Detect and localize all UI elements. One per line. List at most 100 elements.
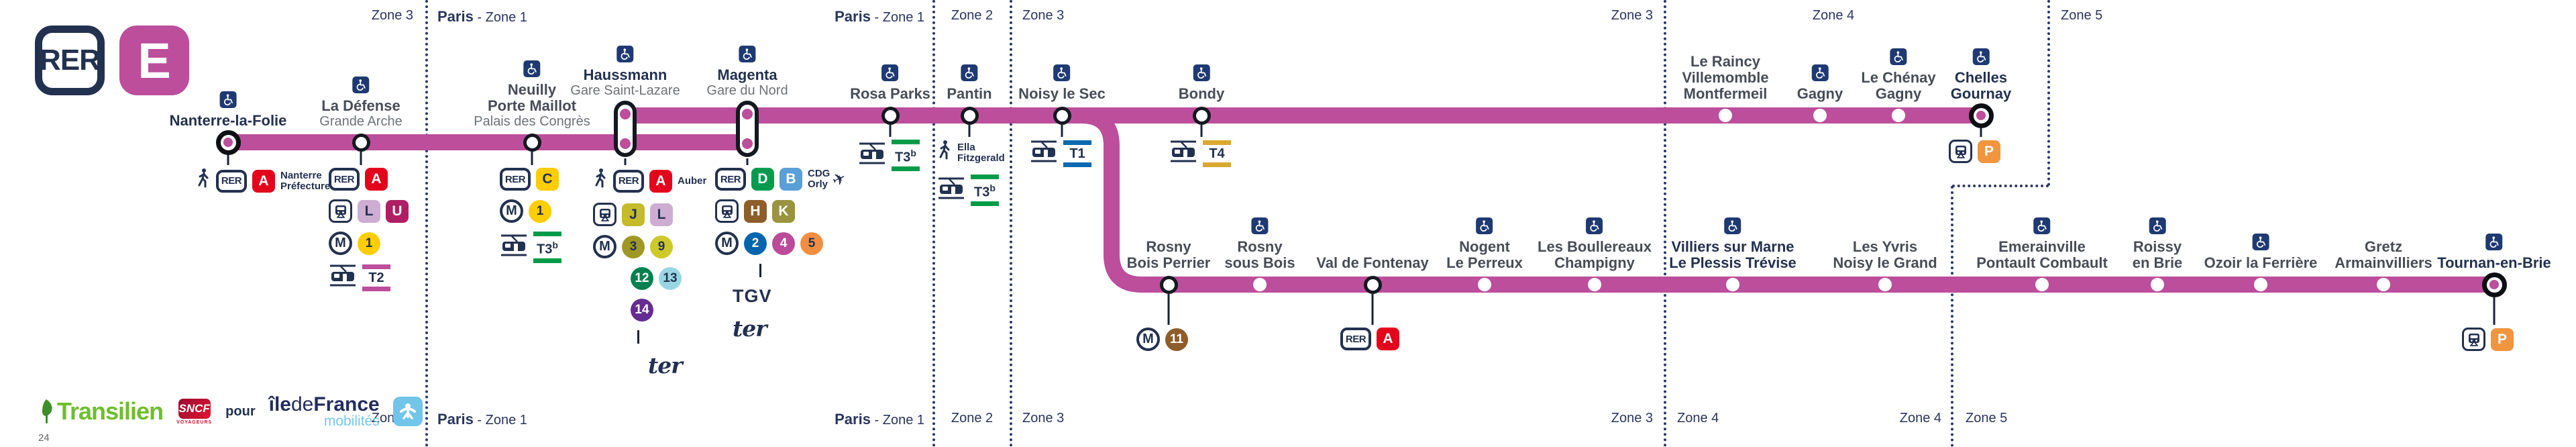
metro-logo: M bbox=[500, 199, 523, 223]
station-marker-rosny-sous-bois bbox=[1253, 278, 1267, 291]
station-tick bbox=[531, 152, 533, 165]
zone-label: Zone 2 bbox=[951, 8, 994, 23]
connection-row: ter bbox=[593, 352, 706, 379]
station-marker-les-yvris bbox=[1878, 278, 1892, 291]
zone-label: Zone 4 bbox=[1899, 411, 1941, 426]
station-gagny: Gagny bbox=[1797, 64, 1843, 102]
line-badge-J: J bbox=[622, 203, 645, 226]
line-badge-B: B bbox=[780, 168, 802, 191]
wheelchair-accessible-icon bbox=[881, 64, 899, 81]
station-marker-ozoir-la-ferriere bbox=[2254, 278, 2267, 291]
station-name: Val de Fontenay bbox=[1316, 254, 1429, 271]
zone-suffix: - Zone 1 bbox=[473, 413, 527, 428]
airport-labels: CDG Orly bbox=[808, 168, 830, 190]
station-ozoir-la-ferriere: Ozoir la Ferrière bbox=[2204, 234, 2318, 271]
metro-line-badge-3: 3 bbox=[622, 235, 645, 258]
station-name: Bois Perrier bbox=[1126, 254, 1211, 271]
station-name: Rosny bbox=[1146, 238, 1191, 255]
station-name: Armainvilliers bbox=[2334, 254, 2432, 271]
paris-label: Paris bbox=[835, 411, 871, 428]
train-icon bbox=[593, 203, 616, 226]
connection-note: Auber bbox=[678, 175, 707, 187]
station-name: Le Raincy bbox=[1690, 53, 1760, 70]
capsule-dot bbox=[620, 109, 631, 119]
station-name: Le Perreux bbox=[1446, 254, 1523, 271]
line-badge-A: A bbox=[649, 169, 672, 193]
train-icon bbox=[2462, 328, 2485, 351]
connection-note: Ella Fitzgerald bbox=[957, 141, 1005, 164]
station-name: Haussmann bbox=[583, 66, 667, 83]
station-marker-le-raincy bbox=[1719, 109, 1732, 122]
metro-line-badge-2: 2 bbox=[744, 232, 767, 255]
station-marker-noisy-le-sec bbox=[1053, 106, 1071, 125]
station-val-de-fontenay: Val de Fontenay bbox=[1316, 255, 1429, 271]
station-name: Champigny bbox=[1554, 254, 1635, 271]
station-subname: Grande Arche bbox=[319, 114, 402, 129]
zone-boundary bbox=[932, 0, 935, 447]
station-name: Rosny bbox=[1237, 238, 1283, 255]
station-bondy: Bondy bbox=[1179, 64, 1224, 102]
zone-label: Zone 5 bbox=[1966, 411, 2008, 426]
station-tournan-en-brie: Tournan-en-Brie bbox=[2437, 234, 2551, 271]
line-badge-D: D bbox=[751, 168, 774, 191]
rer-network-logo: RER bbox=[1340, 328, 1371, 350]
station-name: Bondy bbox=[1178, 85, 1225, 102]
capsule-dot bbox=[742, 138, 753, 149]
line-badge-A: A bbox=[1377, 328, 1399, 350]
station-marker-villiers-sur-marne bbox=[1726, 278, 1739, 291]
station-tick bbox=[968, 125, 971, 137]
idf-mobilites-label: mobilités bbox=[323, 413, 380, 429]
station-name: Magenta bbox=[717, 66, 777, 83]
connections-tournan-en-brie: P bbox=[2462, 328, 2514, 351]
rer-network-logo: RER bbox=[613, 169, 644, 193]
station-tick bbox=[889, 125, 892, 137]
parking-badge: P bbox=[1978, 140, 2000, 163]
station-name: Pantin bbox=[947, 85, 992, 102]
metro-line-badge-13: 13 bbox=[659, 267, 682, 290]
wheelchair-accessible-icon bbox=[1053, 64, 1071, 81]
tram-icon bbox=[937, 177, 965, 204]
tram-icon bbox=[858, 142, 886, 169]
station-name: Les Yvris bbox=[1852, 238, 1918, 255]
station-name: sous Bois bbox=[1224, 254, 1295, 271]
idf-mobilites-wordmark: îledeFrance mobilités bbox=[269, 395, 380, 429]
station-name: Porte Maillot bbox=[487, 97, 576, 114]
station-marker-haussmann bbox=[614, 101, 637, 157]
wheelchair-accessible-icon bbox=[219, 91, 237, 108]
metro-line-badge-9: 9 bbox=[650, 235, 673, 258]
line-e-badge: E bbox=[119, 26, 189, 95]
wheelchair-accessible-icon bbox=[2033, 217, 2051, 234]
capsule-dot bbox=[742, 109, 753, 119]
rer-network-logo: RER bbox=[715, 168, 746, 191]
station-marker-pantin bbox=[960, 106, 979, 125]
rer-network-logo: RER bbox=[329, 168, 360, 191]
line-badge-U: U bbox=[386, 199, 409, 223]
ter-logo: ter bbox=[648, 352, 683, 379]
zone-label: Zone 3 bbox=[371, 8, 413, 23]
station-name: Ozoir la Ferrière bbox=[2204, 254, 2318, 271]
zone-boundary bbox=[425, 0, 428, 447]
tram-icon bbox=[1030, 140, 1058, 167]
wheelchair-accessible-icon bbox=[523, 60, 541, 77]
connection-row: 14 bbox=[593, 299, 706, 321]
station-marker-chelles-gournay bbox=[1968, 103, 1994, 128]
station-marker-nogent-le-perreux bbox=[1478, 278, 1491, 291]
capsule-dot bbox=[620, 138, 631, 149]
station-marker-roissy-en-brie bbox=[2151, 278, 2164, 291]
zone-label: Zone 5 bbox=[2061, 8, 2103, 23]
station-name: Gretz bbox=[2364, 238, 2403, 255]
